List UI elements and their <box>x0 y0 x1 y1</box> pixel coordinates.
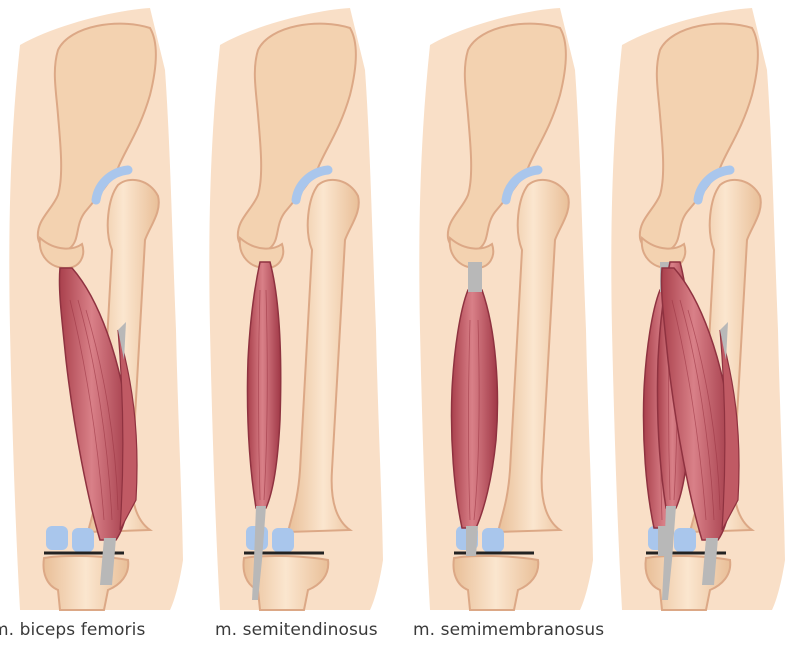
caption-semitendinosus: m. semitendinosus <box>215 620 378 640</box>
leg-panel-biceps-femoris <box>9 8 183 610</box>
leg-panel-semimembranosus <box>419 8 593 610</box>
leg-panel-combined <box>611 8 785 610</box>
caption-semimembranosus: m. semimembranosus <box>413 620 604 640</box>
leg-panel-semitendinosus <box>209 8 383 610</box>
caption-biceps-femoris: m. biceps femoris <box>0 620 145 640</box>
